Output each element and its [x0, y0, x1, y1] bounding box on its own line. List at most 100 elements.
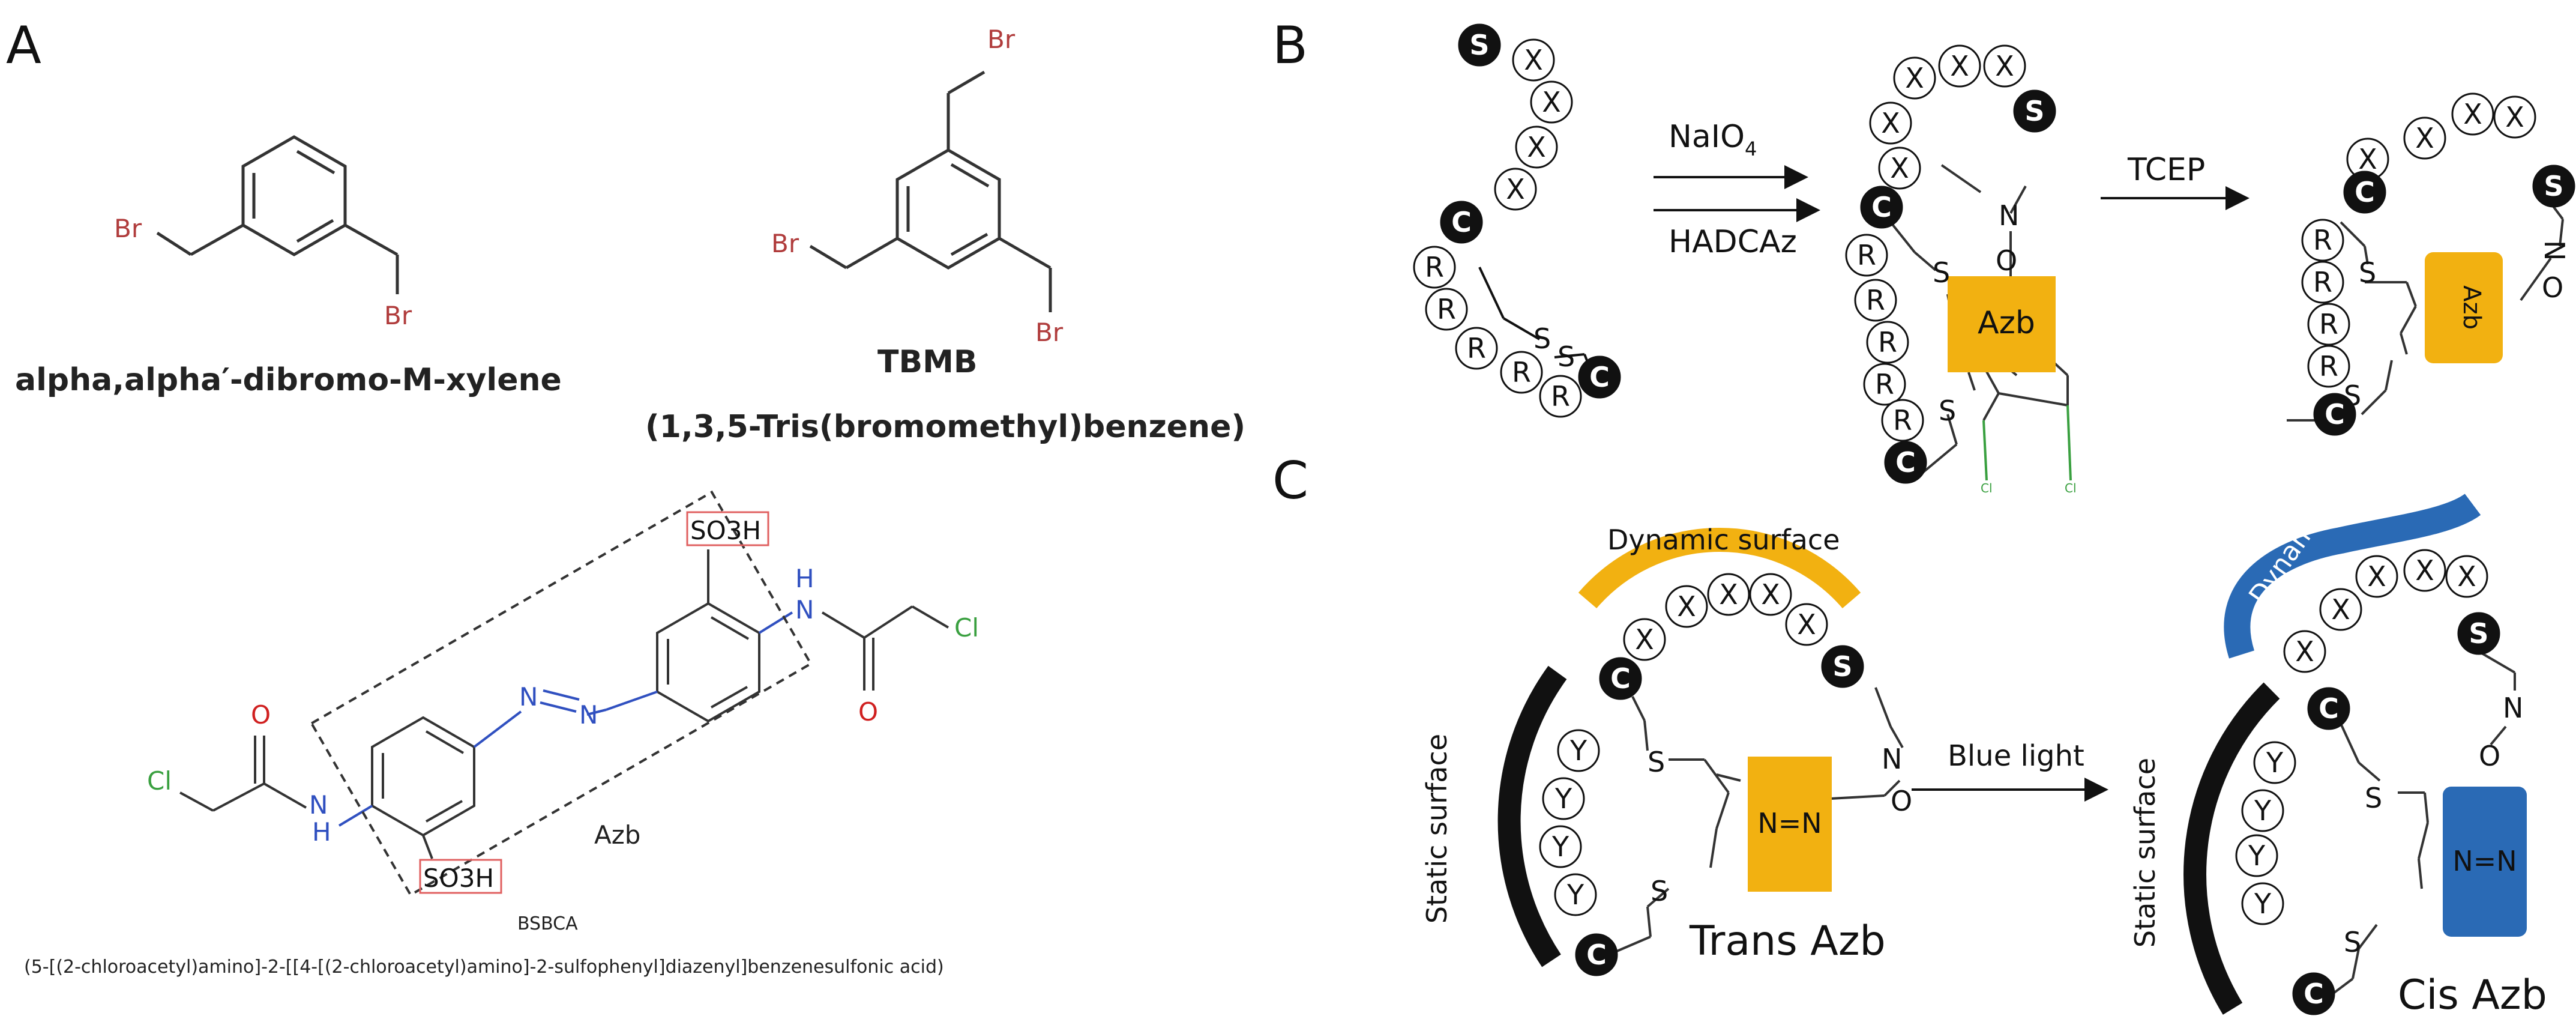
residue-x-circle [1515, 125, 1558, 169]
residue-x-label: X [2463, 98, 2482, 130]
bromine-atom: Br [771, 229, 799, 258]
residue-x-label: X [1719, 578, 1738, 611]
chlorine-atom: Cl [954, 613, 979, 642]
residue-s-label: S [2544, 170, 2563, 202]
oxygen-atom: O [1891, 785, 1912, 817]
nitrogen-atom: N [1882, 743, 1902, 775]
azb-block [2443, 787, 2527, 937]
bromine-atom: Br [114, 214, 142, 243]
residue-x-label: X [2415, 122, 2434, 154]
static-surface-label: Static surface [2129, 758, 2161, 948]
bicyclic-peptide-cis [2328, 650, 2516, 998]
residue-x-circle [1869, 101, 1912, 145]
residue-c-circle [2292, 972, 2335, 1015]
static-surface-label: Static surface [1421, 734, 1453, 924]
chlorine-atom: Cl [147, 766, 172, 796]
residue-r-circle [1413, 246, 1456, 289]
residue-c-circle [1440, 201, 1483, 244]
residue-y-circle [2241, 789, 2284, 832]
panel-b-label: B [1272, 16, 1308, 76]
residue-x-circle [1494, 168, 1537, 211]
panel-c-label: C [1272, 451, 1308, 511]
nitrogen-atom: N [795, 595, 814, 624]
sulfur-atom: S [2365, 782, 2382, 814]
azb-label: Azb [2458, 285, 2485, 330]
oxygen-atom: O [2479, 740, 2500, 772]
residue-y-label: Y [2254, 887, 2272, 920]
residue-x-label: X [1542, 86, 1561, 118]
oxygen-atom: O [1996, 244, 2017, 277]
residue-s-circle [2457, 612, 2500, 655]
cis-azb-label: Cis Azb [2398, 972, 2547, 1019]
residue-r-circle [1845, 234, 1888, 277]
residue-c-circle [2343, 171, 2386, 214]
static-surface-arc [1497, 665, 1567, 967]
dynamic-surface-label: Dynamic surface [1607, 524, 1840, 556]
residue-x-circle [2493, 95, 2536, 139]
residue-c-circle [1860, 186, 1903, 229]
residue-r-label: R [1857, 239, 1876, 271]
so3h-highlight-box [419, 859, 502, 894]
azb-block [2425, 252, 2503, 363]
residue-x-label: X [1995, 50, 2014, 82]
so3h-highlight-box [686, 511, 769, 546]
compound1-caption: alpha,alpha′-dibromo-M-xylene [15, 362, 562, 398]
residue-y-label: Y [1569, 734, 1587, 767]
residue-r-circle [1863, 363, 1906, 406]
residue-y-circle [1554, 873, 1597, 916]
residue-x-label: X [2331, 593, 2350, 626]
trans-azb-label: Trans Azb [1689, 918, 1886, 965]
residue-r-label: R [1893, 404, 1912, 437]
residue-c-label: C [1589, 361, 1610, 393]
residue-x-circle [2403, 116, 2446, 160]
nitrogen-atom: N [309, 790, 328, 820]
bromine-atom: Br [1035, 318, 1064, 347]
residue-x-circle [2319, 588, 2362, 631]
chlorine-atom: Cl [2065, 481, 2077, 495]
bromine-atom: Br [987, 25, 1016, 54]
reagent-hadcaz: HADCAz [1669, 224, 1797, 260]
bromine-atom: Br [384, 301, 412, 330]
residue-r-label: R [1866, 284, 1885, 316]
residue-c-label: C [2319, 692, 2339, 725]
azb-block [1948, 276, 2056, 372]
residue-r-circle [2307, 303, 2350, 346]
residue-c-circle [2307, 687, 2350, 730]
residue-x-circle [1665, 585, 1708, 628]
azo-label: N=N [1757, 807, 1822, 839]
residue-y-circle [2241, 882, 2284, 925]
residue-r-label: R [1512, 356, 1531, 389]
so3h-label: SO3H [423, 863, 494, 893]
residue-x-label: X [2457, 560, 2476, 593]
residue-x-label: X [2415, 554, 2434, 587]
sulfur-atom: S [1939, 395, 1956, 427]
residue-x-label: X [1677, 590, 1696, 623]
azb-dashed-box [310, 490, 813, 897]
panel-a-label: A [6, 16, 41, 76]
residue-r-label: R [1425, 251, 1444, 283]
residue-c-circle [1575, 933, 1618, 976]
residue-y-label: Y [2254, 794, 2272, 827]
residue-x-label: X [1524, 44, 1543, 76]
residue-c-label: C [1610, 662, 1631, 695]
residue-x-label: X [1797, 608, 1816, 641]
residue-s-circle [1821, 645, 1864, 688]
sulfur-atom: S [2359, 256, 2376, 289]
residue-x-circle [1983, 44, 2026, 88]
residue-x-circle [1878, 147, 1921, 190]
residue-y-circle [1539, 825, 1582, 868]
residue-r-circle [1881, 399, 1924, 442]
sulfur-atom: S [1648, 746, 1665, 778]
residue-r-label: R [2319, 308, 2338, 340]
reagent-naio4: NaIO4 [1669, 119, 1757, 160]
residue-r-circle [1854, 279, 1897, 322]
residue-r-label: R [1875, 368, 1894, 401]
oxygen-atom: O [858, 697, 878, 727]
residue-x-label: X [1527, 131, 1546, 163]
residue-r-label: R [1437, 293, 1456, 325]
sulfur-atom: S [1651, 875, 1668, 907]
residue-y-label: Y [1551, 830, 1569, 863]
residue-y-label: Y [1554, 782, 1572, 815]
residue-r-circle [2307, 345, 2350, 388]
residue-r-label: R [1467, 332, 1486, 364]
